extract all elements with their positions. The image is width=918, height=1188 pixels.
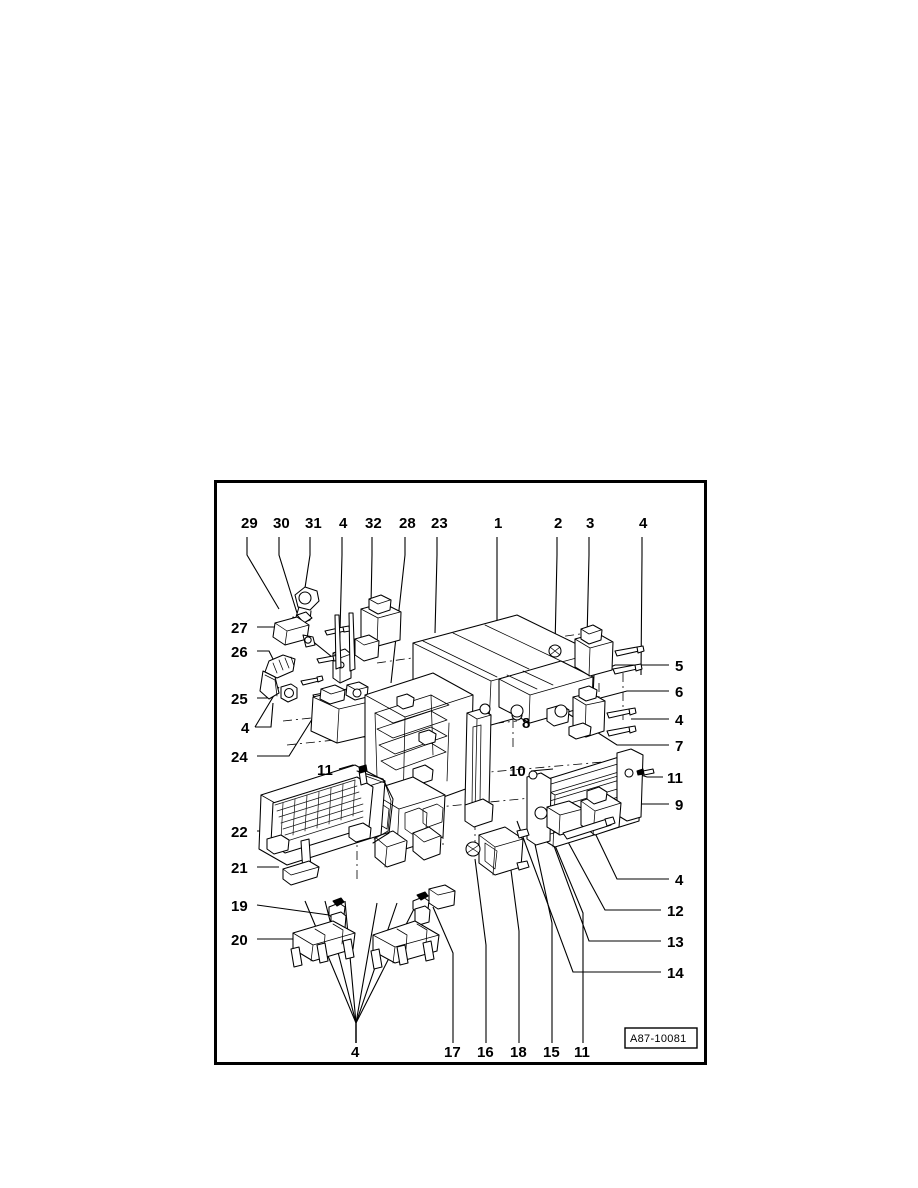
callout-11-bottom: 11: [574, 1044, 590, 1061]
callout-8: 8: [522, 715, 530, 732]
callout-27: 27: [231, 620, 248, 637]
callout-16: 16: [477, 1044, 494, 1061]
callout-labels-left: 27 26 25 4 24 11 22 21 19 20: [231, 620, 333, 949]
callout-labels-top: 29 30 31 4 32 28 23 1 2 3 4: [241, 515, 648, 532]
callout-30: 30: [273, 515, 290, 532]
callout-labels-bottom: 4 17 16 18 15 11: [351, 1044, 590, 1061]
callout-5: 5: [675, 658, 683, 675]
callout-28: 28: [399, 515, 416, 532]
part-group-right-modules-2-3: [548, 624, 645, 677]
callout-25: 25: [231, 691, 248, 708]
callout-11-upper: 11: [317, 762, 333, 779]
callout-29: 29: [241, 515, 258, 532]
figure-code-box: [624, 1027, 698, 1049]
part-group-upper-modules: [316, 594, 402, 672]
leader-lines-top: [246, 537, 643, 684]
callout-19: 19: [231, 898, 248, 915]
callout-2: 2: [554, 515, 562, 532]
callout-12: 12: [667, 903, 684, 920]
callout-15: 15: [543, 1044, 560, 1061]
callout-labels-inner: 8 10: [509, 715, 530, 780]
callout-7: 7: [675, 738, 683, 755]
callout-31: 31: [305, 515, 322, 532]
callout-21: 21: [231, 860, 248, 877]
callout-24: 24: [231, 749, 248, 766]
callout-4-bottom: 4: [351, 1044, 360, 1061]
callout-32: 32: [365, 515, 382, 532]
part-group-actuator-24: [310, 681, 374, 744]
figure-code-badge: A87-10081: [624, 1027, 698, 1049]
callout-22: 22: [231, 824, 248, 841]
callout-labels-right: 5 6 4 7 11 9 4 12 13 14: [667, 658, 684, 982]
part-group-upper-left-brackets: [272, 586, 320, 648]
callout-20: 20: [231, 932, 248, 949]
figure-code-label: A87-10081: [630, 1033, 687, 1045]
part-group-housing-23: [364, 672, 474, 868]
callout-1: 1: [494, 515, 502, 532]
callout-23: 23: [431, 515, 448, 532]
part-group-connector-17: [428, 884, 456, 910]
diagram-frame: 29 30 31 4 32 28 23 1 2 3 4 27 26 25 4 2…: [214, 480, 707, 1065]
exploded-parts-diagram: 29 30 31 4 32 28 23 1 2 3 4 27 26 25 4 2…: [231, 515, 698, 1061]
callout-9: 9: [675, 797, 683, 814]
part-group-modules-12-13-14: [534, 786, 622, 840]
callout-4-top-right: 4: [639, 515, 648, 532]
callout-11-right: 11: [667, 770, 683, 787]
part-group-valve-15-16: [465, 826, 530, 876]
callout-4-top-left: 4: [339, 515, 348, 532]
callout-6: 6: [675, 684, 683, 701]
part-group-bracket-19-20: [290, 897, 356, 968]
callout-4-left: 4: [241, 720, 250, 737]
callout-17: 17: [444, 1044, 461, 1061]
callout-14: 14: [667, 965, 684, 982]
part-group-heat-exchanger-22: [258, 764, 394, 886]
part-group-bracket-18: [370, 891, 440, 970]
callout-4-right: 4: [675, 712, 684, 729]
part-group-actuator-5-6-7: [510, 685, 637, 740]
callout-4-right-lower: 4: [675, 872, 684, 889]
callout-13: 13: [667, 934, 684, 951]
callout-18: 18: [510, 1044, 527, 1061]
callout-3: 3: [586, 515, 594, 532]
callout-10: 10: [509, 763, 526, 780]
callout-26: 26: [231, 644, 248, 661]
